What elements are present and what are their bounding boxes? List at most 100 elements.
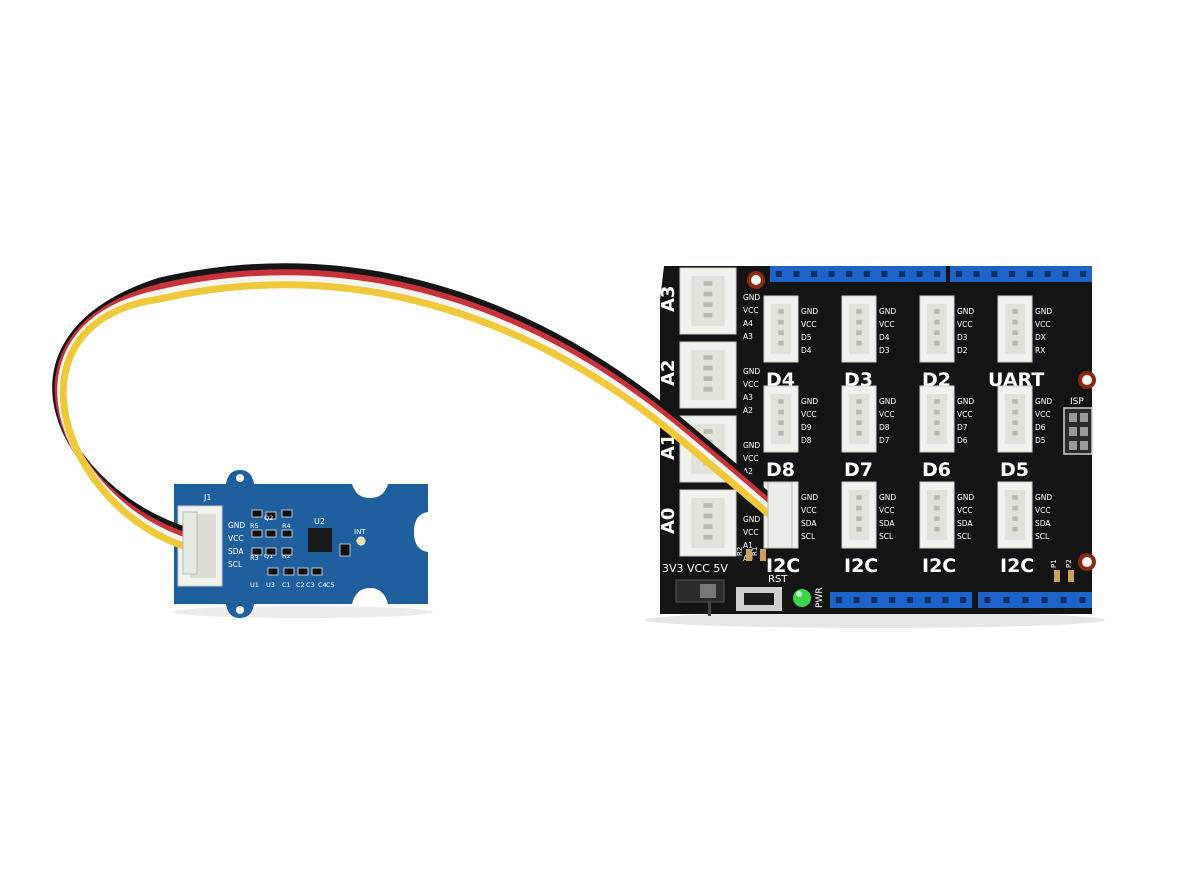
pin-label: GND	[743, 293, 760, 302]
grove-port-d3-r0c1[interactable]	[841, 295, 877, 363]
pin-label: D9	[801, 423, 812, 432]
pin-label: GND	[743, 441, 760, 450]
smd-part	[267, 567, 279, 576]
grove-contact	[703, 513, 713, 519]
reset-cap[interactable]	[744, 593, 774, 605]
component-label: C5	[326, 581, 335, 589]
header-pin	[811, 271, 817, 277]
grove-port-a3[interactable]	[679, 267, 737, 335]
header-pin	[1062, 271, 1069, 277]
pin-label: VCC	[1035, 320, 1051, 329]
grove-cable	[52, 263, 784, 552]
header-pin	[1044, 271, 1051, 277]
pin-label: GND	[957, 397, 974, 406]
label-r1: R1	[751, 547, 759, 556]
grove-port-d8-r1c0[interactable]	[763, 385, 799, 453]
grove-contact	[703, 291, 713, 297]
grove-contact	[856, 505, 862, 511]
grove-contact	[934, 505, 940, 511]
pin-label: GND	[801, 493, 818, 502]
grove-port-a0[interactable]	[679, 489, 737, 557]
grove-contact	[703, 503, 713, 508]
grove-socket	[1004, 393, 1026, 445]
pin-label: VCC	[801, 410, 817, 419]
grove-socket	[848, 489, 870, 541]
mount-hole-center	[751, 275, 761, 285]
pin-label: VCC	[957, 506, 973, 515]
top-pin-headers	[770, 266, 1092, 282]
grove-contact	[856, 399, 862, 404]
pin-label: VCC	[957, 320, 973, 329]
port-label-d5: D5	[1000, 459, 1029, 481]
reset-button[interactable]: RST	[736, 574, 788, 611]
grove-port-d7-r1c1[interactable]	[841, 385, 877, 453]
cable-wire	[59, 281, 784, 552]
header-pin	[899, 271, 905, 277]
grove-contact	[934, 495, 940, 500]
header-pin	[984, 597, 991, 603]
mount-hole-center	[1082, 557, 1092, 567]
component-label: Q1	[264, 552, 273, 560]
port-label-d8: D8	[766, 459, 795, 481]
grove-port-uart-r0c3[interactable]	[997, 295, 1033, 363]
pin-label: A4	[743, 319, 753, 328]
sensor-hole	[236, 606, 244, 614]
switch-slider[interactable]	[700, 584, 716, 598]
header-bar	[950, 266, 1092, 282]
smd-part	[297, 567, 309, 576]
pin-label: VCC	[743, 306, 759, 315]
component-label: C3	[306, 581, 315, 589]
grove-port-i2c-r2c3[interactable]	[997, 481, 1033, 549]
header-pin	[871, 597, 878, 603]
pin-label: A1	[743, 541, 753, 550]
component-label: R2	[282, 552, 291, 560]
pin-label: VCC	[1035, 506, 1051, 515]
header-bar	[830, 592, 972, 608]
grove-port-d2-r0c2[interactable]	[919, 295, 955, 363]
header-pin	[1080, 271, 1087, 277]
pin-label: SCL	[801, 532, 816, 541]
header-pin	[1041, 597, 1048, 603]
header-pin	[853, 597, 860, 603]
grove-contact	[1012, 309, 1018, 314]
pin-label: D5	[801, 333, 812, 342]
smd-part	[251, 509, 263, 518]
component-label: R4	[282, 522, 291, 530]
grove-contact	[703, 355, 713, 360]
pin-label: GND	[743, 367, 760, 376]
grove-contact	[703, 312, 713, 318]
component-label: U3	[266, 581, 275, 589]
grove-port-d6-r1c2[interactable]	[919, 385, 955, 453]
grove-contact	[778, 340, 784, 346]
grove-port-i2c-r2c2[interactable]	[919, 481, 955, 549]
grove-contact	[703, 302, 713, 307]
smd-part	[281, 529, 293, 538]
led-green	[793, 589, 811, 607]
port-label-i2c: I2C	[844, 555, 878, 577]
header-pin	[881, 271, 888, 277]
pin-label: SDA	[801, 519, 817, 528]
smd-part	[265, 511, 277, 520]
voltage-switch[interactable]: 3V3 VCC 5V	[662, 562, 728, 616]
grove-port-d5-r1c3[interactable]	[997, 385, 1033, 453]
pin-label: VCC	[1035, 410, 1051, 419]
header-pin	[835, 597, 842, 603]
header-pin	[828, 271, 835, 277]
grove-contact	[703, 524, 713, 529]
grove-contact	[1012, 495, 1018, 500]
grove-contact	[778, 330, 784, 335]
component-label: R3	[250, 554, 259, 562]
port-label-i2c: I2C	[922, 555, 956, 577]
pin-label: D8	[801, 436, 812, 445]
grove-contact	[1012, 516, 1018, 521]
pin-label: VCC	[801, 320, 817, 329]
grove-port-d4-r0c0[interactable]	[763, 295, 799, 363]
grove-port-a2[interactable]	[679, 341, 737, 409]
grove-port-i2c-r2c1[interactable]	[841, 481, 877, 549]
shield-shadow	[645, 612, 1105, 628]
header-pin	[1026, 271, 1033, 277]
component-label: R5	[250, 522, 259, 530]
isp-label: ISP	[1070, 397, 1084, 407]
label-r2: R2	[736, 547, 744, 556]
component-label: U1	[250, 581, 259, 589]
